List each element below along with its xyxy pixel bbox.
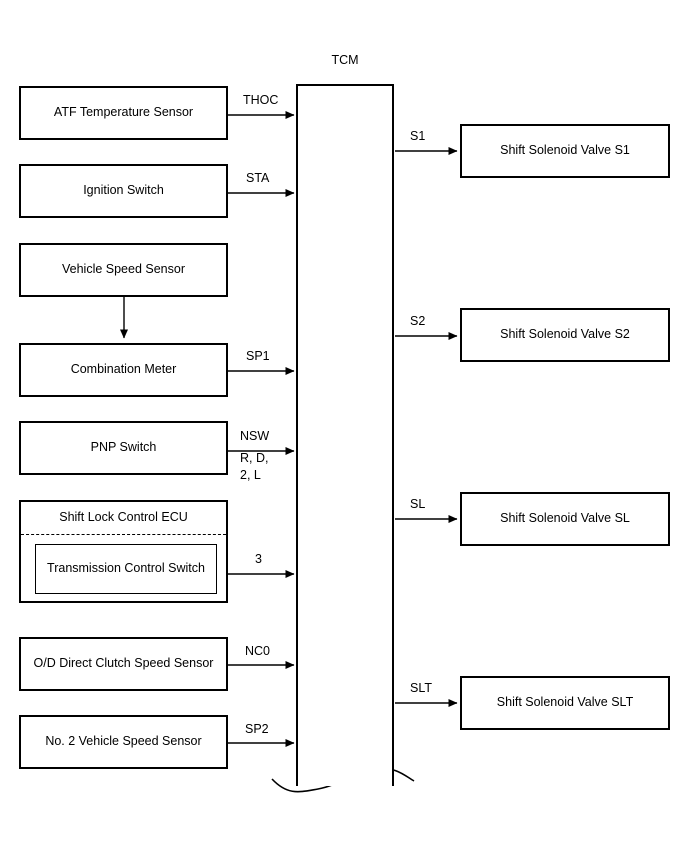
shift-lock-ecu-divider xyxy=(21,534,226,535)
input-box-od-direct-clutch-speed-sensor[interactable]: O/D Direct Clutch Speed Sensor xyxy=(19,637,228,691)
input-label: O/D Direct Clutch Speed Sensor xyxy=(33,656,214,671)
input-label: PNP Switch xyxy=(90,440,157,455)
signal-label-sp1: SP1 xyxy=(246,349,270,363)
output-box-shift-solenoid-valve-slt[interactable]: Shift Solenoid Valve SLT xyxy=(460,676,670,730)
transmission-control-switch-box[interactable]: Transmission Control Switch xyxy=(35,544,217,594)
input-label: ATF Temperature Sensor xyxy=(53,105,194,120)
output-box-shift-solenoid-valve-s2[interactable]: Shift Solenoid Valve S2 xyxy=(460,308,670,362)
signal-label-sta: STA xyxy=(246,171,270,185)
signal-label-sl: SL xyxy=(410,497,426,511)
signal-label-thoc: THOC xyxy=(243,93,279,107)
shift-lock-ecu-title: Shift Lock Control ECU xyxy=(59,510,188,525)
output-box-shift-solenoid-valve-sl[interactable]: Shift Solenoid Valve SL xyxy=(460,492,670,546)
output-label: Shift Solenoid Valve SLT xyxy=(496,695,634,710)
input-box-no2-vehicle-speed-sensor[interactable]: No. 2 Vehicle Speed Sensor xyxy=(19,715,228,769)
input-box-atf-temperature-sensor[interactable]: ATF Temperature Sensor xyxy=(19,86,228,140)
input-box-vehicle-speed-sensor[interactable]: Vehicle Speed Sensor xyxy=(19,243,228,297)
tcm-box xyxy=(296,84,394,786)
input-label: Combination Meter xyxy=(70,362,177,377)
input-label: No. 2 Vehicle Speed Sensor xyxy=(45,734,202,749)
input-box-pnp-switch[interactable]: PNP Switch xyxy=(19,421,228,475)
signal-label-nsw-gears-line2: 2, L xyxy=(240,468,261,482)
tcm-label: TCM xyxy=(331,53,359,67)
output-label: Shift Solenoid Valve S1 xyxy=(500,143,630,158)
signal-label-s2: S2 xyxy=(410,314,426,328)
output-label: Shift Solenoid Valve SL xyxy=(500,511,630,526)
input-label: Vehicle Speed Sensor xyxy=(61,262,185,277)
signal-label-slt: SLT xyxy=(410,681,432,695)
signal-label-3: 3 xyxy=(255,552,262,566)
signal-label-nc0: NC0 xyxy=(245,644,271,658)
signal-label-s1: S1 xyxy=(410,129,426,143)
signal-label-nsw-gears-line1: R, D, xyxy=(240,451,269,465)
input-box-combination-meter[interactable]: Combination Meter xyxy=(19,343,228,397)
signal-label-nsw: NSW xyxy=(240,429,270,443)
transmission-control-switch-label: Transmission Control Switch xyxy=(47,561,205,576)
output-label: Shift Solenoid Valve S2 xyxy=(500,327,630,342)
input-box-shift-lock-control-ecu[interactable]: Shift Lock Control ECU Transmission Cont… xyxy=(19,500,228,603)
input-box-ignition-switch[interactable]: Ignition Switch xyxy=(19,164,228,218)
input-label: Ignition Switch xyxy=(83,183,164,198)
output-box-shift-solenoid-valve-s1[interactable]: Shift Solenoid Valve S1 xyxy=(460,124,670,178)
signal-label-sp2: SP2 xyxy=(245,722,269,736)
